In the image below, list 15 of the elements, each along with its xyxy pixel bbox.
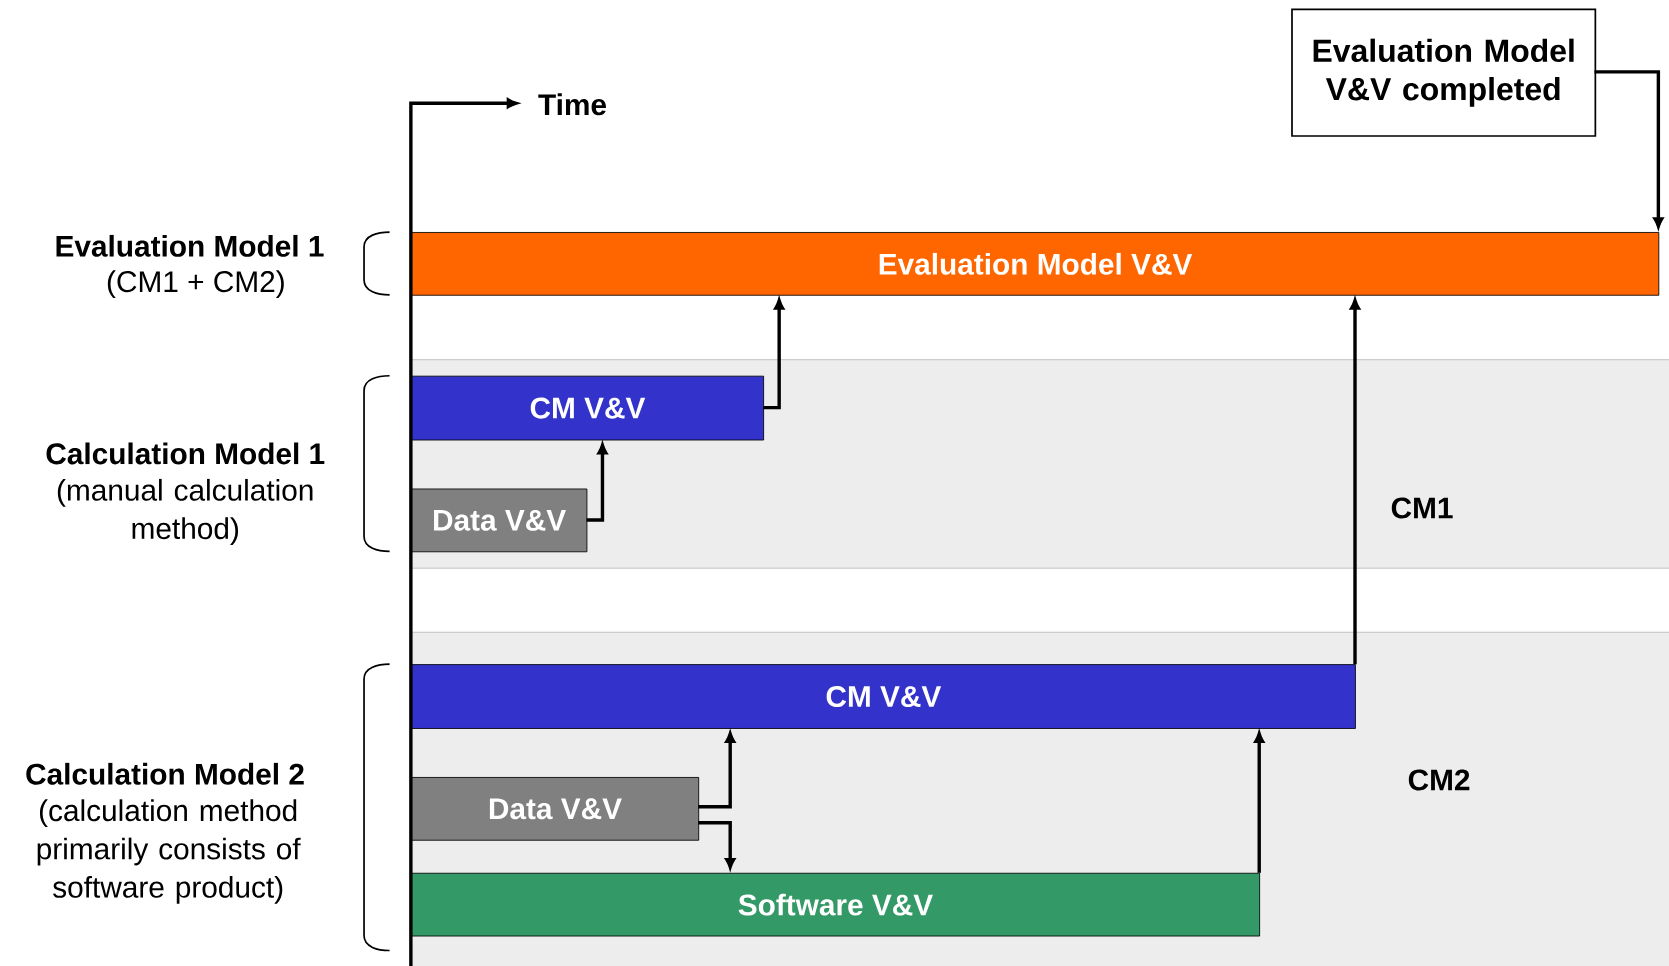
process-bar: Software V&V: [410, 872, 1261, 937]
group-description: (CM1 + CM2): [107, 270, 284, 298]
group-title: Evaluation Model 1: [56, 234, 324, 257]
process-bar: CM V&V: [410, 663, 1356, 729]
milestone-box: Evaluation Model V&V completed: [1291, 8, 1597, 137]
arrow: [763, 298, 785, 410]
group-title: Calculation Model 2: [26, 762, 304, 785]
arrow: [1349, 298, 1361, 664]
group-description: (manual calculation method): [57, 478, 313, 545]
axis-label: Time: [538, 93, 606, 115]
process-bar: Evaluation Model V&V: [410, 231, 1660, 296]
arrow: [1254, 731, 1265, 873]
arrow: [698, 731, 736, 809]
group-description: (calculation method primarily consists of software product): [37, 799, 301, 904]
group-title: Calculation Model 1: [46, 442, 325, 465]
